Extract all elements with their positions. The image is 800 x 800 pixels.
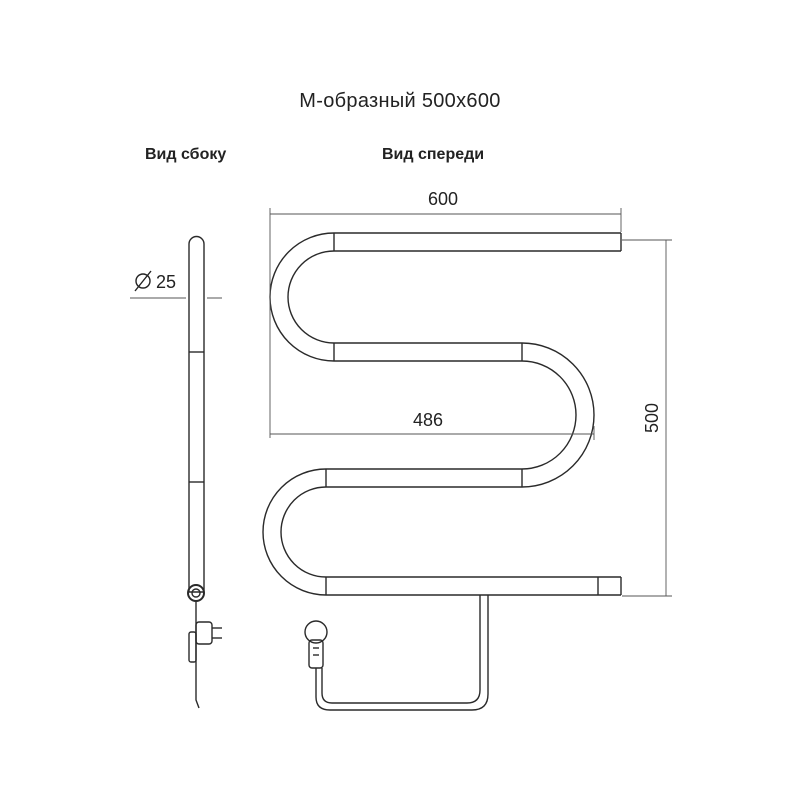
front-cable xyxy=(321,595,481,704)
side-end-cap-inner xyxy=(191,588,201,598)
diameter-value: 25 xyxy=(156,272,176,292)
front-dimensions xyxy=(269,208,672,597)
front-cable-inner xyxy=(315,595,489,711)
side-end-cap xyxy=(187,584,205,602)
tube-inner-contour xyxy=(280,250,621,578)
front-view-label: Вид спереди xyxy=(382,146,485,163)
side-view xyxy=(187,235,222,709)
height-dimension: 500 xyxy=(642,403,662,433)
side-plug-icon xyxy=(188,621,222,663)
side-tube xyxy=(188,235,205,593)
width-dimension: 600 xyxy=(428,189,458,209)
side-view-label: Вид сбоку xyxy=(145,146,227,163)
front-view xyxy=(262,232,622,711)
diameter-dimension xyxy=(130,270,222,299)
inner-width-dimension: 486 xyxy=(413,410,443,430)
diameter-icon xyxy=(135,273,151,289)
front-plug-icon xyxy=(304,620,328,669)
drawing-title: М-образный 500x600 xyxy=(299,90,501,112)
